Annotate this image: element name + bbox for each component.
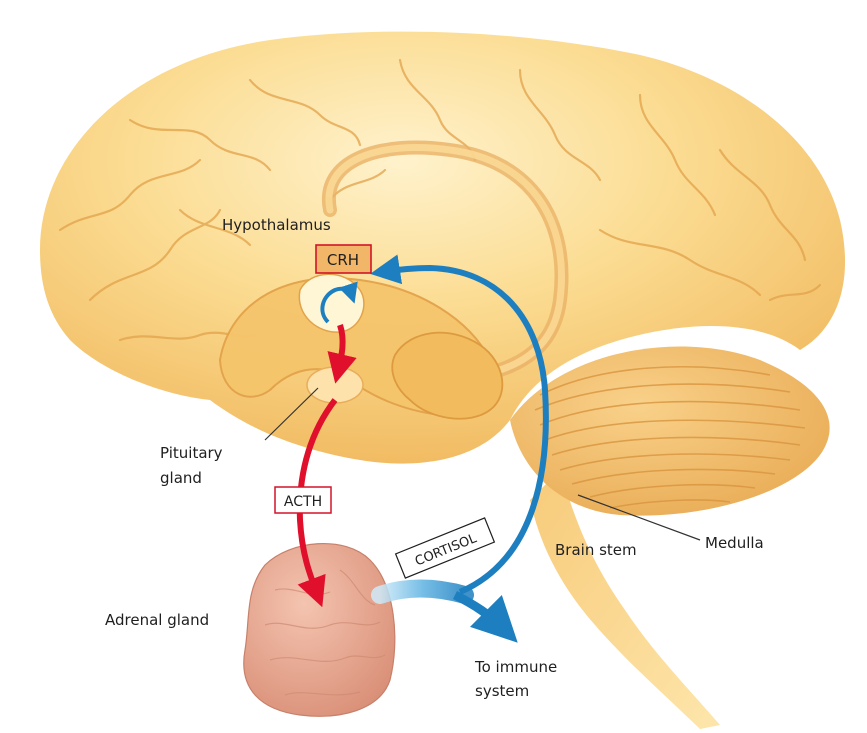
adrenal-label: Adrenal gland — [105, 611, 209, 629]
adrenal-gland — [244, 544, 395, 717]
pituitary-label-line1: Pituitary — [160, 444, 223, 462]
acth-label-box: ACTH — [275, 487, 331, 513]
hypothalamus-label: Hypothalamus — [222, 216, 331, 234]
crh-label: CRH — [327, 251, 359, 269]
immune-label-line2: system — [475, 682, 529, 700]
cortisol-stream — [380, 589, 465, 595]
brain-stem-label: Brain stem — [555, 541, 637, 559]
acth-label: ACTH — [284, 494, 322, 510]
pituitary-label-line2: gland — [160, 469, 202, 487]
crh-label-box: CRH — [316, 245, 371, 273]
immune-label-line1: To immune — [474, 658, 557, 676]
pituitary-gland — [307, 367, 363, 403]
immune-arrow — [455, 595, 505, 630]
cortisol-label-box: CORTISOL — [396, 518, 495, 578]
medulla-label: Medulla — [705, 534, 764, 552]
cerebellum — [510, 347, 830, 516]
